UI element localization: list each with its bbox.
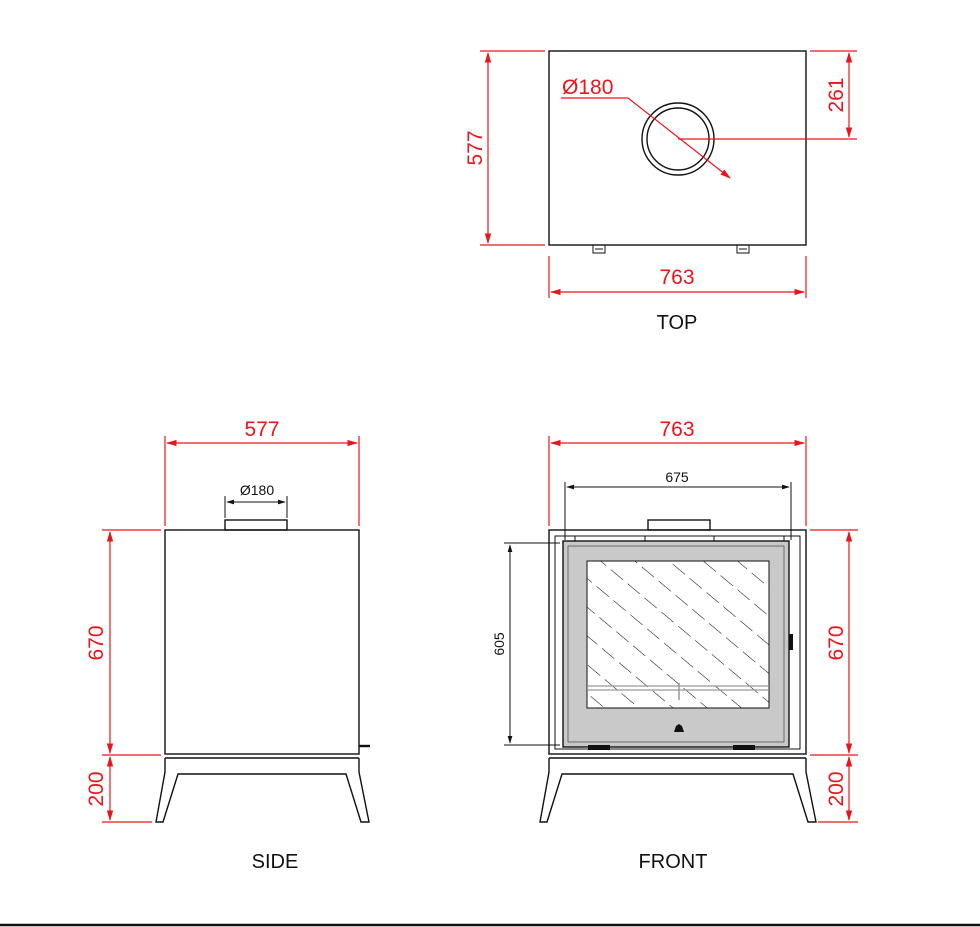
front-air-control [674,724,684,732]
side-body-height-dimension: 670 [85,625,108,660]
front-door-handle [789,634,793,650]
front-width-dimension: 763 [659,418,694,441]
side-flue-collar [224,519,288,531]
front-leg-height-dimension: 200 [825,771,848,806]
side-view: 577 Ø180 670 200 SIDE [85,418,370,873]
side-flue-diameter-dimension: Ø180 [240,482,274,498]
side-width-dimension: 577 [244,418,279,441]
top-foot-left [592,244,606,254]
side-view-label: SIDE [252,851,299,873]
top-view: 577 261 Ø180 763 TOP [464,50,857,334]
side-body-outline [164,529,360,755]
front-glass [587,561,769,708]
side-legs [155,758,370,823]
front-hinge-right [733,745,755,750]
top-body-outline [548,50,807,246]
top-view-label: TOP [657,312,698,334]
front-view-label: FRONT [639,851,708,873]
front-frame [554,535,801,750]
front-hinge-left [588,745,610,750]
top-width-dimension: 763 [659,266,694,289]
top-flue-offset-dimension: 261 [825,77,848,112]
front-flue-collar [647,519,711,531]
front-body-height-dimension: 670 [825,625,848,660]
top-depth-dimension: 577 [464,130,487,165]
top-foot-right [736,244,750,254]
top-flue-diameter-leader [627,97,731,179]
top-flue-diameter-dimension: Ø180 [562,76,613,99]
front-legs [539,758,817,823]
side-leg-height-dimension: 200 [85,771,108,806]
front-view: 763 675 605 670 200 FRONT [491,418,858,873]
front-door-height-dimension: 605 [491,632,507,656]
front-door-width-dimension: 675 [665,469,689,485]
